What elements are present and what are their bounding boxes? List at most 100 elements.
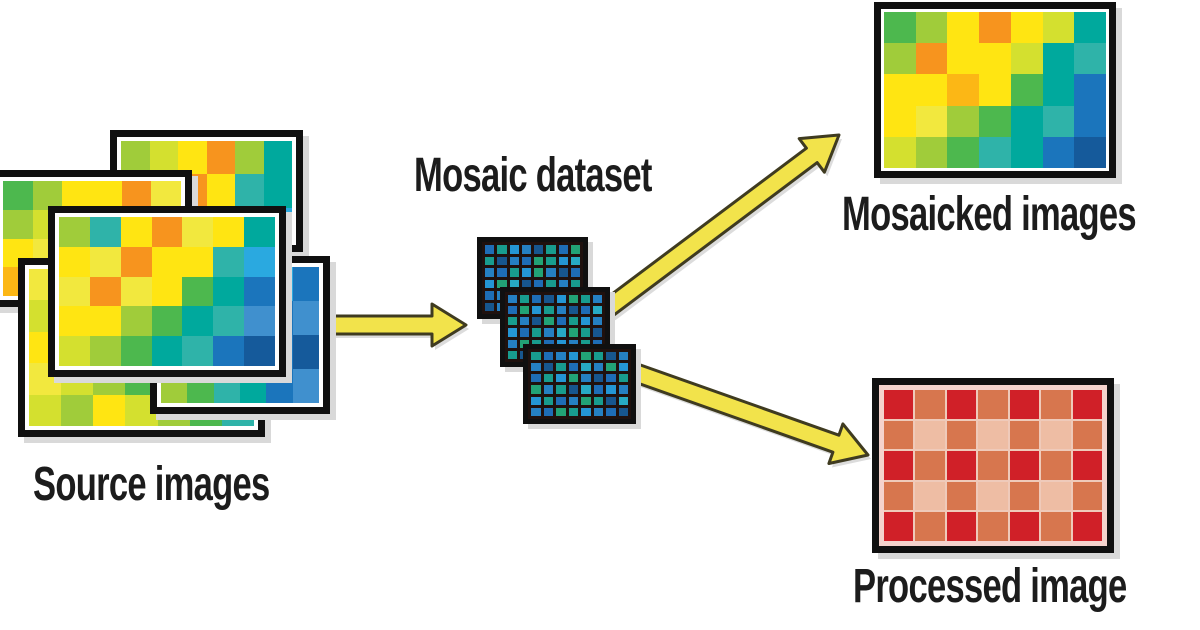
gingham-cell xyxy=(946,481,977,511)
raster-cell xyxy=(556,396,566,405)
gingham-cell xyxy=(1072,390,1102,419)
raster-cell xyxy=(915,105,948,137)
raster-cell xyxy=(508,328,518,337)
raster-cell xyxy=(534,245,544,254)
raster-cell xyxy=(1042,136,1075,168)
raster-cell xyxy=(544,339,554,348)
raster-cell xyxy=(543,396,553,405)
raster-cell xyxy=(182,276,214,307)
raster-cell xyxy=(1042,74,1075,106)
raster-cell xyxy=(534,268,544,277)
raster-cell xyxy=(151,276,183,307)
raster-cell xyxy=(235,141,264,175)
raster-cell xyxy=(292,335,319,369)
raster-cell xyxy=(1074,105,1106,137)
raster-cell xyxy=(544,295,554,304)
raster-cell xyxy=(1074,12,1106,44)
raster-cell xyxy=(121,181,152,210)
raster-cell xyxy=(979,105,1011,137)
raster-cell xyxy=(581,374,591,383)
gingham-cell xyxy=(884,390,914,419)
gingham-cell xyxy=(1072,512,1102,541)
raster-cell xyxy=(29,394,62,426)
source-images-label: Source images xyxy=(33,458,270,511)
raster-grid xyxy=(59,217,275,366)
raster-cell xyxy=(178,141,207,175)
raster-cell xyxy=(568,328,578,337)
gingham-cell xyxy=(1041,512,1071,541)
raster-cell xyxy=(521,256,531,265)
raster-cell xyxy=(556,306,566,315)
raster-cell xyxy=(580,328,590,337)
raster-cell xyxy=(508,339,518,348)
raster-cell xyxy=(62,181,92,210)
raster-cell xyxy=(521,268,531,277)
raster-cell xyxy=(568,339,578,348)
raster-cell xyxy=(593,385,603,394)
raster-cell xyxy=(532,295,542,304)
raster-cell xyxy=(556,363,566,372)
raster-cell xyxy=(558,279,568,288)
raster-cell xyxy=(884,74,916,106)
raster-cell xyxy=(3,181,33,210)
raster-cell xyxy=(508,317,518,326)
raster-cell xyxy=(59,306,90,337)
raster-cell xyxy=(593,374,603,383)
processed-image xyxy=(872,378,1114,553)
raster-cell xyxy=(532,306,542,315)
raster-cell xyxy=(947,74,980,106)
raster-cell xyxy=(568,306,578,315)
raster-cell xyxy=(884,105,916,137)
raster-cell xyxy=(485,256,495,265)
raster-cell xyxy=(263,174,292,208)
raster-cell xyxy=(213,217,245,247)
raster-cell xyxy=(520,339,530,348)
raster-cell xyxy=(593,396,603,405)
raster-cell xyxy=(947,136,980,168)
raster-cell xyxy=(151,336,183,366)
gingham-cell xyxy=(915,451,945,480)
raster-cell xyxy=(534,279,544,288)
raster-cell xyxy=(618,374,628,383)
gingham-cell xyxy=(1009,481,1040,511)
raster-cell xyxy=(947,43,980,75)
raster-cell xyxy=(532,328,542,337)
raster-cell xyxy=(182,336,214,366)
raster-cell xyxy=(182,217,214,247)
raster-cell xyxy=(89,336,121,366)
raster-cell xyxy=(593,363,603,372)
raster-cell xyxy=(979,136,1011,168)
gingham-cell xyxy=(978,420,1008,450)
raster-cell xyxy=(592,328,602,337)
raster-cell xyxy=(606,374,616,383)
raster-cell xyxy=(580,339,590,348)
raster-cell xyxy=(292,301,319,335)
gingham-cell xyxy=(978,512,1008,541)
raster-cell xyxy=(292,369,319,403)
raster-cell xyxy=(592,306,602,315)
raster-cell xyxy=(543,363,553,372)
raster-cell xyxy=(979,74,1011,106)
gingham-cell xyxy=(1041,481,1071,511)
gingham-cell xyxy=(1041,390,1071,419)
raster-cell xyxy=(151,306,183,337)
gingham-cell xyxy=(915,481,945,511)
raster-cell xyxy=(546,245,556,254)
raster-cell xyxy=(263,141,292,175)
raster-cell xyxy=(593,407,603,416)
raster-cell xyxy=(485,268,495,277)
raster-cell xyxy=(1010,136,1043,168)
gingham-cell xyxy=(884,512,914,541)
raster-cell xyxy=(544,306,554,315)
gingham-cell xyxy=(978,451,1008,480)
gingham-cell xyxy=(946,420,977,450)
raster-cell xyxy=(292,267,319,301)
raster-cell xyxy=(1042,43,1075,75)
raster-cell xyxy=(244,276,275,307)
gingham-cell xyxy=(1072,481,1102,511)
raster-cell xyxy=(89,306,121,337)
gingham-cell xyxy=(915,420,945,450)
raster-cell xyxy=(121,141,150,175)
raster-cell xyxy=(543,374,553,383)
raster-cell xyxy=(520,317,530,326)
